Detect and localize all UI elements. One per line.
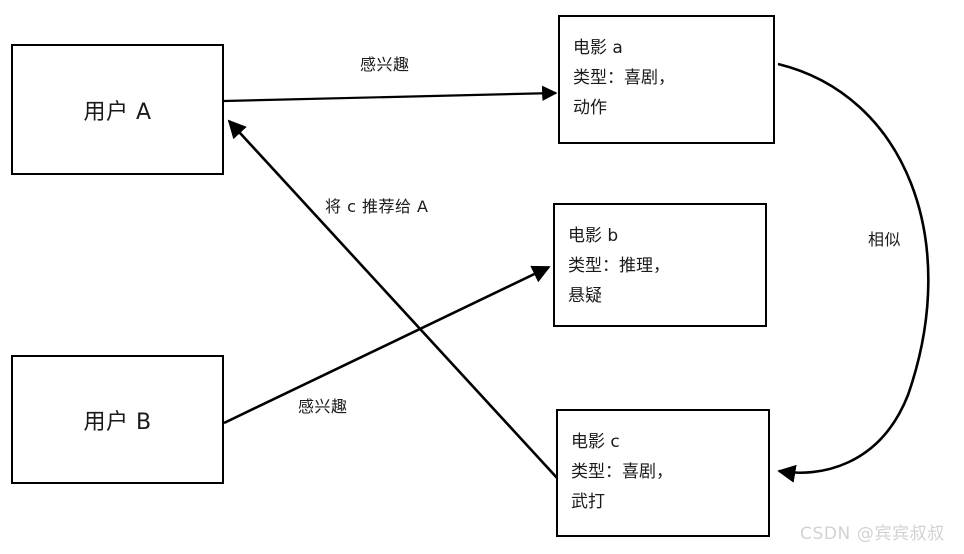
node-movie-b[interactable]: 电影 b 类型：推理， 悬疑 [553,203,767,327]
node-movie-c-name: 电影 c [571,432,620,452]
node-movie-c[interactable]: 电影 c 类型：喜剧， 武打 [556,409,770,537]
node-movie-c-genre: 类型：喜剧， [571,462,673,482]
node-movie-a-genre-cont: 动作 [573,98,607,118]
edge-user-a-to-movie-a [223,85,558,103]
node-user-a-label: 用户 A [83,99,152,125]
node-movie-c-genre-cont: 武打 [571,492,605,512]
node-movie-b-name: 电影 b [568,226,619,246]
node-user-b-label: 用户 B [83,409,152,435]
edge-label-similar: 相似 [868,230,902,249]
node-movie-b-genre: 类型：推理， [568,256,670,276]
node-movie-a-genre: 类型：喜剧， [573,68,675,88]
watermark: CSDN @宾宾叔叔 [800,524,945,544]
edge-movie-a-to-movie-c-similar [777,62,930,483]
edge-label-interest-b: 感兴趣 [298,397,348,416]
node-movie-a[interactable]: 电影 a 类型：喜剧， 动作 [558,15,775,144]
edge-movie-c-to-user-a [227,119,559,480]
edge-user-b-to-movie-b [223,265,551,425]
edge-label-interest-a: 感兴趣 [360,55,410,74]
node-user-a[interactable]: 用户 A [11,44,224,175]
edge-label-recommend-c-to-a: 将 c 推荐给 A [325,197,429,216]
node-user-b[interactable]: 用户 B [11,355,224,484]
node-movie-a-name: 电影 a [573,38,623,58]
node-movie-b-genre-cont: 悬疑 [568,286,602,306]
